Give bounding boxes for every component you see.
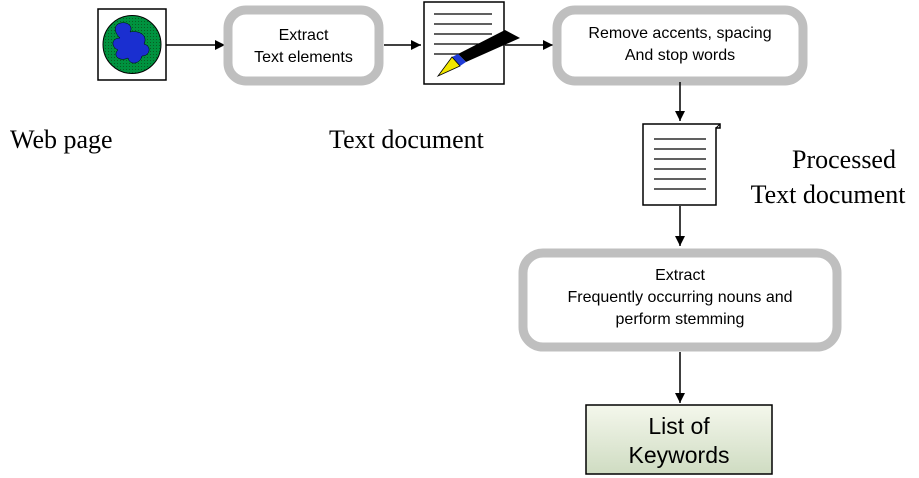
remove-accents-process: Remove accents, spacing And stop words [552, 5, 808, 86]
remove-accents-line2: And stop words [625, 47, 735, 64]
extract-nouns-line2: Frequently occurring nouns and [567, 289, 792, 306]
keywords-line2: Keywords [629, 442, 730, 468]
web-page-label: Web page [10, 125, 113, 154]
processed-document-icon [642, 123, 721, 206]
processed-label-line2: Text document [751, 180, 907, 209]
extract-nouns-line1: Extract [655, 267, 705, 284]
extract-text-line1: Extract [279, 27, 329, 44]
globe-icon [97, 8, 167, 81]
text-document-label: Text document [329, 125, 485, 154]
keywords-line1: List of [648, 413, 710, 439]
extract-text-process: Extract Text elements [223, 5, 384, 86]
processed-label-line1: Processed [792, 145, 896, 174]
remove-accents-line1: Remove accents, spacing [588, 25, 771, 42]
keywords-output: List of Keywords [585, 404, 773, 475]
extract-nouns-line3: perform stemming [616, 311, 745, 328]
extract-text-line2: Text elements [254, 49, 353, 66]
extract-nouns-process: Extract Frequently occurring nouns and p… [518, 248, 842, 352]
document-pen-icon [423, 1, 520, 85]
